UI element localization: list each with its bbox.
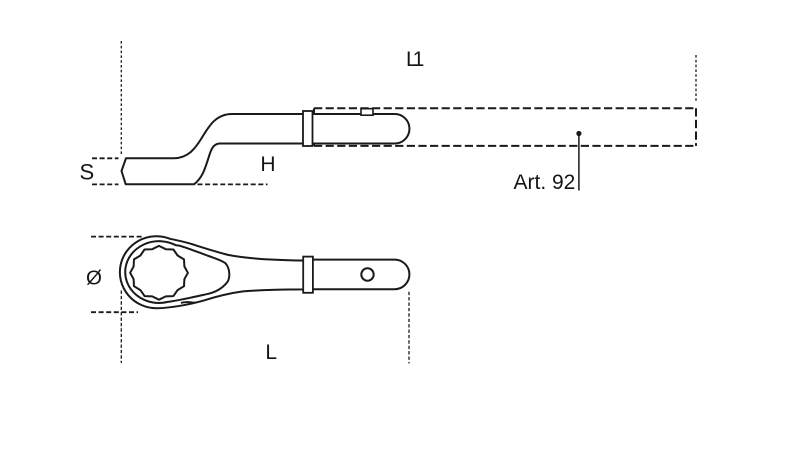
svg-text:Ø: Ø xyxy=(86,267,102,290)
svg-text:Art. 92: Art. 92 xyxy=(514,171,576,194)
svg-text:L1: L1 xyxy=(406,48,424,71)
svg-text:S: S xyxy=(80,160,95,185)
svg-text:L: L xyxy=(265,341,277,364)
svg-text:H: H xyxy=(260,153,275,176)
